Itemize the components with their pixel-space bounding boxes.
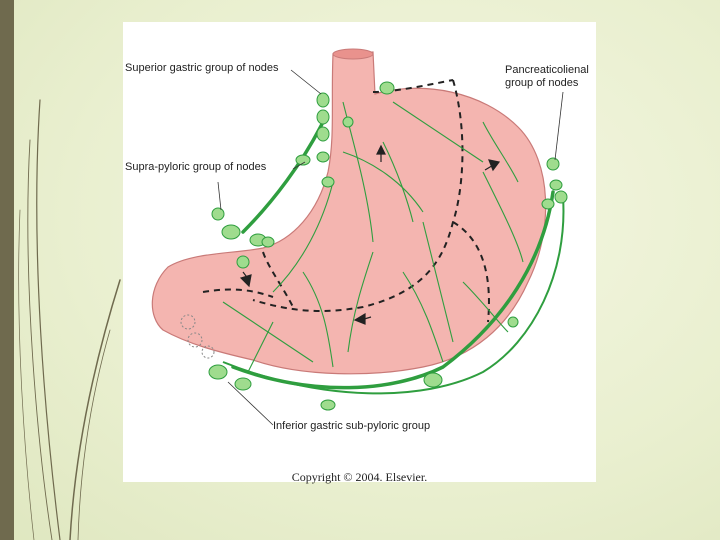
slide-left-bar bbox=[0, 0, 14, 540]
copyright-text: Copyright © 2004. Elsevier. bbox=[291, 470, 428, 484]
decorative-streaks bbox=[18, 99, 121, 540]
label-superior-gastric: Superior gastric group of nodes bbox=[125, 62, 279, 74]
stomach-shape bbox=[151, 51, 547, 375]
label-pancreaticolienal-2: group of nodes bbox=[505, 77, 579, 89]
stomach-lymph-figure: Superior gastric group of nodes Supra-py… bbox=[123, 22, 596, 484]
label-pancreaticolienal-1: Pancreaticolienal bbox=[505, 64, 589, 76]
label-inferior-gastric: Inferior gastric sub-pyloric group bbox=[273, 420, 431, 432]
label-supra-pyloric: Supra-pyloric group of nodes bbox=[125, 161, 267, 173]
stomach-diagram bbox=[151, 48, 568, 426]
